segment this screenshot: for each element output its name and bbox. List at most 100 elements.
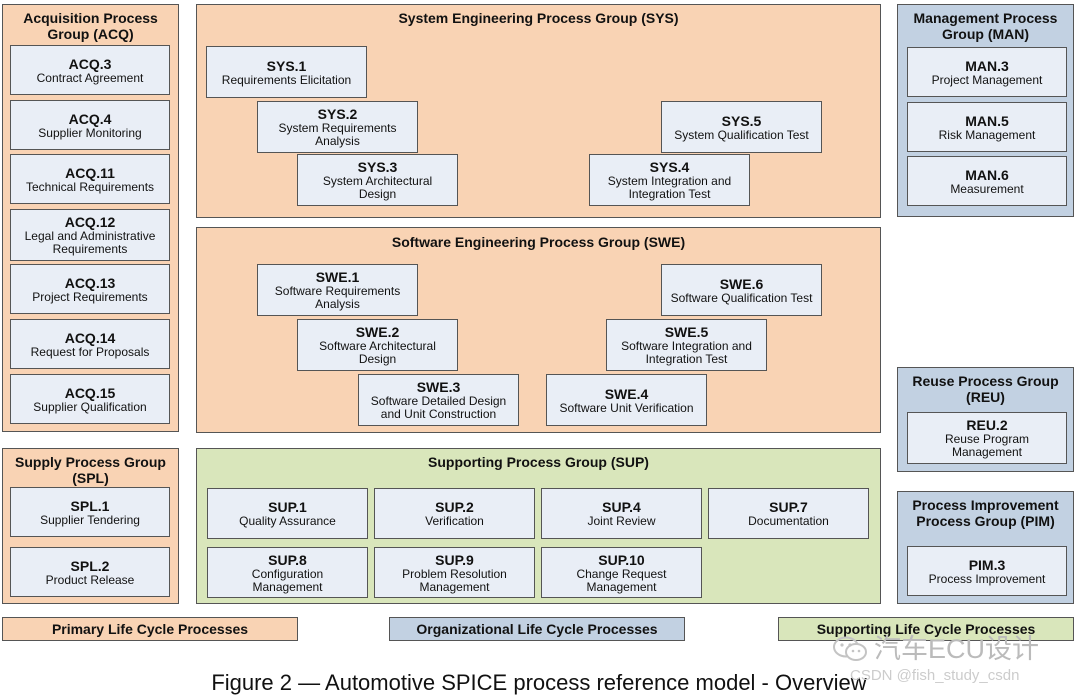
figure-caption: Figure 2 — Automotive SPICE process refe… — [211, 670, 867, 695]
process-id: SWE.2 — [355, 324, 400, 340]
reu-group: Reuse Process Group (REU) REU.2 Reuse Pr… — [897, 367, 1074, 472]
process-id: MAN.5 — [965, 112, 1009, 129]
process-id: ACQ.3 — [68, 55, 112, 72]
watermark: 汽车ECU设计 — [832, 634, 1039, 664]
swe-group: Software Engineering Process Group (SWE)… — [196, 227, 881, 433]
process-name: System Integration and Integration Test — [607, 174, 732, 201]
process-id: SWE.4 — [604, 385, 649, 402]
process-sup-10: SUP.10 Change Request Management — [541, 547, 702, 598]
process-name: Software Detailed Design and Unit Constr… — [370, 394, 507, 421]
process-swe-4: SWE.4 Software Unit Verification — [546, 374, 707, 426]
process-name: Software Requirements Analysis — [274, 284, 401, 311]
process-name: Project Requirements — [32, 289, 148, 304]
process-sup-2: SUP.2 Verification — [374, 488, 535, 539]
process-id: SYS.3 — [357, 159, 398, 175]
swe-group-title: Software Engineering Process Group (SWE) — [391, 234, 686, 250]
process-id: SYS.5 — [721, 112, 762, 129]
sup-group-title: Supporting Process Group (SUP) — [428, 454, 649, 470]
man-group-title: Management Process Group (MAN) — [913, 10, 1058, 42]
process-id: SYS.2 — [317, 106, 358, 122]
process-name: Software Qualification Test — [670, 290, 813, 305]
process-name: Problem Resolution Management — [402, 566, 507, 594]
reu-group-title: Reuse Process Group (REU) — [912, 373, 1059, 405]
watermark-text: 汽车ECU设计 — [874, 634, 1040, 664]
process-name: Supplier Tendering — [40, 512, 140, 527]
process-id: SUP.8 — [268, 551, 307, 568]
process-name: Technical Requirements — [25, 179, 155, 194]
process-acq-15: ACQ.15 Supplier Qualification — [10, 374, 170, 424]
process-name: Configuration Management — [251, 566, 324, 594]
process-id: MAN.3 — [965, 57, 1009, 74]
wechat-icon — [833, 636, 867, 661]
process-id: SWE.5 — [664, 324, 709, 340]
process-id: SPL.1 — [70, 497, 110, 514]
process-name: Software Integration and Integration Tes… — [621, 339, 752, 366]
process-id: SYS.4 — [649, 159, 690, 175]
man-group: Management Process Group (MAN) MAN.3 Pro… — [897, 4, 1074, 217]
process-acq-3: ACQ.3 Contract Agreement — [10, 45, 170, 95]
process-id: PIM.3 — [968, 556, 1006, 573]
process-swe-2: SWE.2 Software Architectural Design — [297, 319, 458, 371]
process-reu-2: REU.2 Reuse Program Management — [907, 412, 1067, 464]
process-name: Supplier Monitoring — [38, 125, 142, 140]
legend-supporting: Supporting Life Cycle Processes — [778, 617, 1074, 641]
process-spl-2: SPL.2 Product Release — [10, 547, 170, 597]
process-swe-6: SWE.6 Software Qualification Test — [661, 264, 822, 316]
sys-group: System Engineering Process Group (SYS) S… — [196, 4, 881, 218]
process-name: Request for Proposals — [30, 344, 150, 359]
process-name: Legal and Administrative Requirements — [24, 229, 156, 256]
acq-group: Acquisition Process Group (ACQ) ACQ.3 Co… — [2, 4, 179, 432]
process-name: System Architectural Design — [322, 174, 433, 201]
process-id: SUP.7 — [769, 499, 808, 515]
process-sys-3: SYS.3 System Architectural Design — [297, 154, 458, 206]
sys-group-title: System Engineering Process Group (SYS) — [398, 10, 679, 26]
pim-group-title: Process Improvement Process Group (PIM) — [912, 497, 1059, 529]
process-swe-5: SWE.5 Software Integration and Integrati… — [606, 319, 767, 371]
process-id: SUP.2 — [435, 499, 474, 515]
process-name: System Qualification Test — [674, 127, 809, 142]
acq-group-title: Acquisition Process Group (ACQ) — [23, 10, 158, 42]
sup-group: Supporting Process Group (SUP) SUP.1 Qua… — [196, 448, 881, 604]
process-id: REU.2 — [966, 417, 1008, 433]
process-acq-13: ACQ.13 Project Requirements — [10, 264, 170, 314]
process-acq-11: ACQ.11 Technical Requirements — [10, 154, 170, 204]
process-name: Measurement — [950, 181, 1024, 196]
process-id: SWE.6 — [719, 275, 764, 292]
process-name: Verification — [425, 514, 484, 528]
process-man-5: MAN.5 Risk Management — [907, 102, 1067, 152]
process-id: SYS.1 — [266, 57, 307, 74]
watermark-subtext: CSDN @fish_study_csdn — [850, 667, 1020, 684]
process-id: ACQ.14 — [64, 329, 116, 346]
process-spl-1: SPL.1 Supplier Tendering — [10, 487, 170, 537]
process-sup-9: SUP.9 Problem Resolution Management — [374, 547, 535, 598]
process-name: Software Architectural Design — [319, 339, 436, 366]
process-id: SUP.9 — [435, 551, 474, 568]
process-id: SUP.4 — [602, 499, 641, 515]
process-name: Joint Review — [587, 514, 656, 528]
process-name: Reuse Program Management — [944, 432, 1030, 459]
process-sup-4: SUP.4 Joint Review — [541, 488, 702, 539]
process-name: Software Unit Verification — [559, 400, 694, 415]
process-sys-1: SYS.1 Requirements Elicitation — [206, 46, 367, 98]
process-id: SWE.3 — [416, 379, 461, 395]
spl-group: Supply Process Group (SPL) SPL.1 Supplie… — [2, 448, 179, 604]
process-name: Contract Agreement — [36, 70, 144, 85]
process-acq-12: ACQ.12 Legal and Administrative Requirem… — [10, 209, 170, 261]
process-id: ACQ.4 — [68, 110, 112, 127]
pim-group: Process Improvement Process Group (PIM) … — [897, 491, 1074, 604]
process-sup-7: SUP.7 Documentation — [708, 488, 869, 539]
process-name: Supplier Qualification — [33, 399, 147, 414]
process-id: ACQ.11 — [65, 164, 115, 181]
process-swe-3: SWE.3 Software Detailed Design and Unit … — [358, 374, 519, 426]
process-sys-2: SYS.2 System Requirements Analysis — [257, 101, 418, 153]
process-name: System Requirements Analysis — [278, 121, 397, 148]
process-name: Change Request Management — [576, 566, 667, 594]
process-id: MAN.6 — [965, 166, 1009, 183]
process-id: SUP.1 — [268, 499, 307, 515]
process-id: SPL.2 — [70, 557, 110, 574]
process-swe-1: SWE.1 Software Requirements Analysis — [257, 264, 418, 316]
process-name: Risk Management — [938, 127, 1036, 142]
process-sys-4: SYS.4 System Integration and Integration… — [589, 154, 750, 206]
process-id: ACQ.12 — [64, 214, 116, 230]
process-name: Project Management — [931, 72, 1043, 87]
